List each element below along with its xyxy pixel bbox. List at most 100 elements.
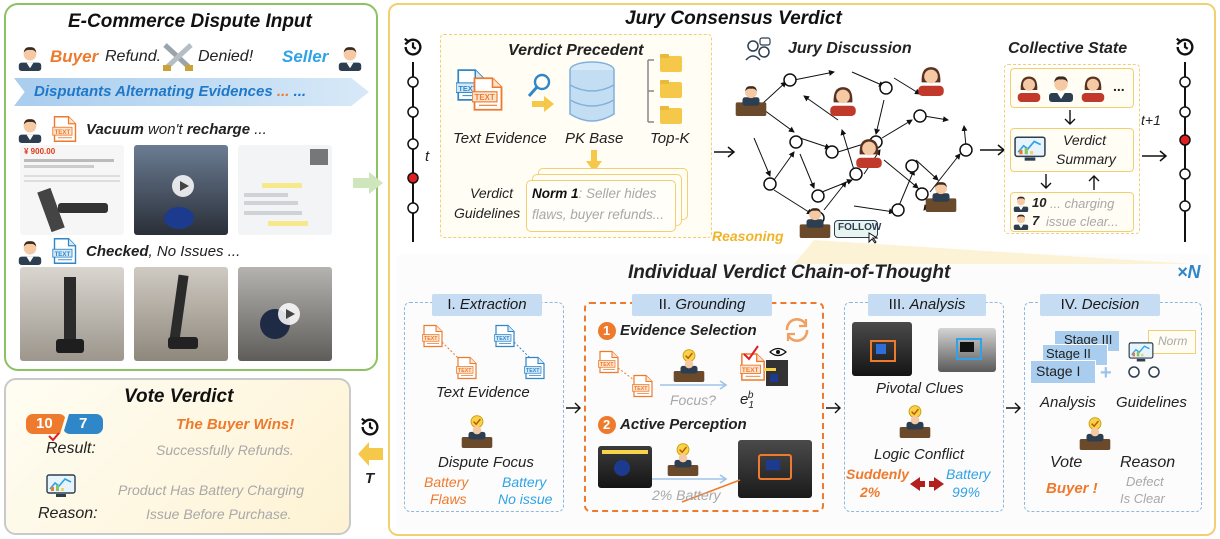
evidence-e1: e1b xyxy=(740,390,754,411)
stage-arrow-1 xyxy=(566,402,581,414)
down-arrow-icon xyxy=(586,150,602,172)
plus-icon: + xyxy=(1100,362,1112,384)
reasoning-label: Reasoning xyxy=(712,228,784,244)
timeline-right xyxy=(1175,37,1194,242)
crossed-swords-icon xyxy=(163,43,193,71)
juror-avatar-2 xyxy=(1046,72,1076,102)
s4-defect-1: Defect xyxy=(1126,474,1164,489)
s4-guidelines: Guidelines xyxy=(1116,394,1187,411)
timeline-t-label: t xyxy=(425,148,430,165)
seller-label: Seller xyxy=(282,47,329,66)
focus-arrow xyxy=(660,380,728,390)
juror-bulb-icon xyxy=(460,414,494,448)
juror-avatar-1 xyxy=(1014,72,1044,102)
stage-3-header: III. Analysis xyxy=(868,294,986,316)
juror-bulb-icon xyxy=(898,404,932,438)
sudden-1: Suddenly xyxy=(846,466,910,482)
conflict-arrows-icon xyxy=(910,477,944,491)
jury-discussion-title: Jury Discussion xyxy=(788,40,912,57)
guidelines-label-1: Verdict xyxy=(470,185,514,201)
follow-label: FOLLOW xyxy=(838,222,882,233)
s1-battery-flaws-1: Battery xyxy=(424,474,469,490)
final-time-label: T xyxy=(365,470,375,487)
buyer-avatar xyxy=(16,43,44,71)
text-doc-icon xyxy=(472,76,504,112)
step-1-badge xyxy=(598,322,616,340)
juror-bulb-icon xyxy=(1078,416,1112,450)
seller-message: Denied! xyxy=(198,48,254,65)
guidelines-group-icon xyxy=(1128,342,1160,378)
precedent-arrow xyxy=(714,146,736,158)
juror-2 xyxy=(826,82,860,116)
seller-photo-2 xyxy=(134,267,228,361)
juror-3 xyxy=(914,62,948,96)
s1-battery-ok-1: Battery xyxy=(502,474,547,490)
battery-2-percent: 2% Battery xyxy=(652,487,721,503)
evidence-banner xyxy=(14,78,369,106)
text-doc-blue-icon xyxy=(52,237,78,265)
step-1-label: Evidence Selection xyxy=(620,322,757,339)
seller-vote-count: 7 xyxy=(79,415,88,432)
battery-99-2: 99% xyxy=(952,484,981,500)
perception-frame xyxy=(598,446,652,488)
buyer-label: Buyer xyxy=(50,47,99,66)
folders-icon xyxy=(647,54,682,124)
vote-7: 7 xyxy=(1032,213,1040,228)
collective-state-title: Collective State xyxy=(1008,40,1128,57)
focus-question: Focus? xyxy=(670,392,716,408)
step-2-label: Active Perception xyxy=(620,416,747,433)
search-icon xyxy=(527,73,551,97)
verdict-summary-2: Summary xyxy=(1056,151,1116,167)
seller-photo-1 xyxy=(20,267,124,361)
pivotal-clues: Pivotal Clues xyxy=(876,380,964,397)
s1-battery-ok-2: No issue xyxy=(498,491,553,507)
juror-follow xyxy=(798,204,832,238)
norm-card-small xyxy=(1148,330,1196,354)
perception-arrow xyxy=(652,474,728,484)
chat-screenshot xyxy=(238,145,332,235)
link-dots xyxy=(617,367,635,381)
step-2-badge xyxy=(598,416,616,434)
verdict-summary-icon xyxy=(1014,136,1046,164)
juror-4 xyxy=(852,134,886,168)
battery-99-1: Battery xyxy=(946,466,991,482)
more-jurors: ... xyxy=(1113,78,1125,94)
juror-5 xyxy=(924,178,958,212)
buyer-vote-badge xyxy=(26,414,66,434)
vote-tally-box xyxy=(1010,192,1134,232)
step-1-num: 1 xyxy=(603,323,611,338)
cursor-icon xyxy=(868,232,878,244)
buyer-vote-count: 10 xyxy=(36,415,53,432)
down-arrow xyxy=(1040,174,1052,189)
verdict-summary-1: Verdict xyxy=(1063,132,1107,148)
reasoning-fan xyxy=(794,240,1194,264)
seller-video-thumb xyxy=(238,267,332,361)
stage-3-card-label: Stage III xyxy=(1064,332,1113,347)
buyer-evidence-avatar xyxy=(16,115,44,143)
stage-arrow-2 xyxy=(826,402,841,414)
text-doc-icon xyxy=(52,115,78,143)
selected-evidence xyxy=(740,345,788,386)
down-arrow xyxy=(1064,110,1076,125)
stage-arrow-3 xyxy=(1006,402,1021,414)
s1-battery-flaws-2: Flaws xyxy=(430,491,467,507)
link-dots xyxy=(441,341,459,359)
juror-bulb-icon xyxy=(666,442,700,476)
s1-text-evidence: Text Evidence xyxy=(436,384,530,401)
norm-text-1: Norm 1: Seller hides xyxy=(532,186,657,201)
reason-line-2: Issue Before Purchase. xyxy=(146,506,292,522)
juror-avatar-3 xyxy=(1078,72,1108,102)
stage-2-header: II. Grounding xyxy=(632,294,772,316)
s4-defect-2: Is Clear xyxy=(1120,491,1165,506)
logic-conflict: Logic Conflict xyxy=(874,446,965,463)
norm-card-label: Norm xyxy=(1158,334,1188,348)
stage-2-card-label: Stage II xyxy=(1046,346,1091,361)
right-arrow-icon xyxy=(532,96,554,112)
norm-text-2: flaws, buyer refunds... xyxy=(532,207,665,222)
product-listing-photo: ¥ 900.00 xyxy=(20,145,124,235)
vote-10: 10 xyxy=(1032,195,1047,210)
s1-dispute-focus: Dispute Focus xyxy=(438,454,534,471)
vote-verdict-title: Vote Verdict xyxy=(124,386,234,407)
vote-7-text: issue clear... xyxy=(1046,214,1119,229)
vacuum-video-thumb xyxy=(134,145,228,235)
